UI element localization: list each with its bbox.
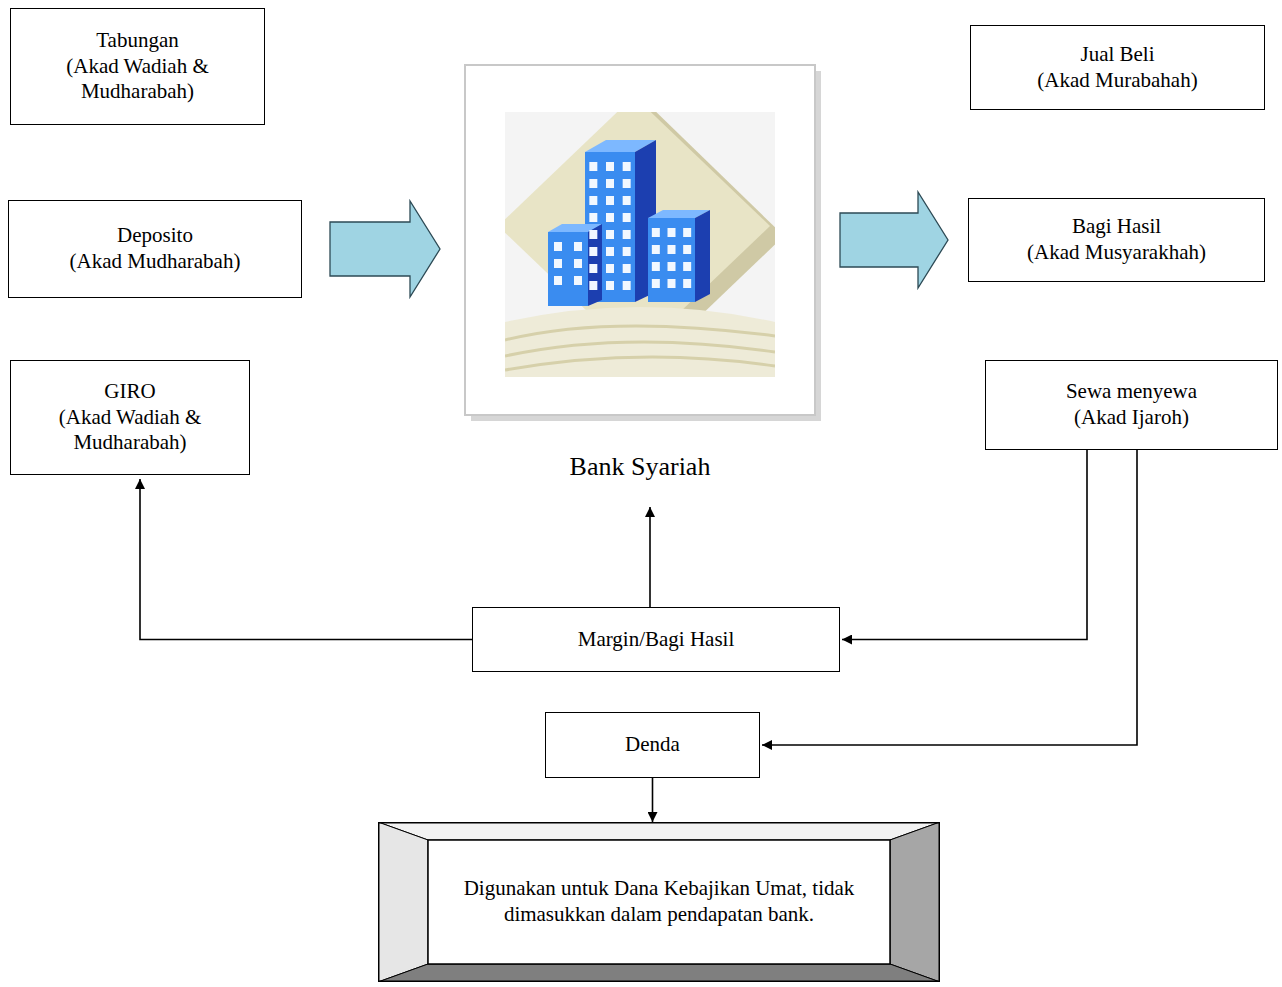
- window: [589, 281, 597, 290]
- ground-line: [505, 357, 775, 370]
- ground: [505, 307, 775, 377]
- bevel-bottom: [378, 964, 940, 982]
- window: [606, 179, 614, 188]
- bevel-outline: [379, 823, 940, 982]
- window: [589, 179, 597, 188]
- window: [606, 247, 614, 256]
- building-side: [588, 224, 602, 306]
- window: [683, 279, 691, 288]
- window: [589, 162, 597, 171]
- flow-arrow: [652, 778, 654, 822]
- picture: [505, 112, 775, 377]
- flow-arrow: [140, 479, 472, 640]
- financing-box: Jual Beli(Akad Murabahah): [970, 25, 1265, 110]
- node-title: Deposito: [117, 223, 193, 249]
- window: [652, 245, 660, 254]
- account-box: Deposito(Akad Mudharabah): [8, 200, 302, 298]
- bevel-left: [378, 822, 428, 982]
- node-title: Margin/Bagi Hasil: [578, 627, 735, 653]
- account-box: GIRO(Akad Wadiah & Mudharabah): [10, 360, 250, 475]
- block-arrow: [840, 192, 948, 288]
- financing-box: Sewa menyewa(Akad Ijaroh): [985, 360, 1278, 450]
- window: [623, 230, 631, 239]
- node-title: Bank Syariah: [570, 451, 711, 483]
- building-windows: [554, 162, 691, 290]
- flow-arrow: [762, 450, 1137, 745]
- window: [606, 213, 614, 222]
- node-title: GIRO: [104, 379, 155, 405]
- node-title: Bagi Hasil: [1072, 214, 1161, 240]
- window: [589, 196, 597, 205]
- node-subtitle: (Akad Mudharabah): [70, 249, 241, 275]
- window: [623, 247, 631, 256]
- process-box: Margin/Bagi Hasil: [472, 607, 840, 672]
- window: [683, 245, 691, 254]
- window: [606, 162, 614, 171]
- note-frame: Digunakan untuk Dana Kebajikan Umat, tid…: [378, 822, 940, 982]
- window: [652, 228, 660, 237]
- node-title: Sewa menyewa: [1066, 379, 1197, 405]
- window: [668, 279, 676, 288]
- window: [606, 196, 614, 205]
- node-subtitle: (Akad Wadiah & Mudharabah): [23, 405, 237, 456]
- window: [683, 262, 691, 271]
- process-box: Denda: [545, 712, 760, 778]
- flow-arrow: [649, 507, 651, 607]
- building-front: [548, 232, 588, 306]
- window: [668, 262, 676, 271]
- financing-box: Bagi Hasil(Akad Musyarakhah): [968, 198, 1265, 282]
- window: [589, 230, 597, 239]
- window: [623, 281, 631, 290]
- window: [668, 245, 676, 254]
- window: [652, 262, 660, 271]
- window: [683, 228, 691, 237]
- building-side: [695, 210, 710, 302]
- window: [606, 264, 614, 273]
- node-title: Tabungan: [96, 28, 179, 54]
- node-subtitle: (Akad Ijaroh): [1074, 405, 1189, 431]
- frame-shadow: [471, 71, 821, 421]
- picture-frame: [465, 65, 815, 415]
- block-arrow: [330, 201, 440, 297]
- node-subtitle: (Akad Murabahah): [1037, 68, 1197, 94]
- window: [554, 259, 562, 268]
- window: [623, 213, 631, 222]
- window: [554, 276, 562, 285]
- window: [589, 213, 597, 222]
- window: [606, 281, 614, 290]
- node-title: Jual Beli: [1080, 42, 1154, 68]
- window: [623, 162, 631, 171]
- window: [574, 242, 582, 251]
- bevel-right: [890, 822, 940, 982]
- window: [623, 179, 631, 188]
- window: [554, 242, 562, 251]
- window: [589, 264, 597, 273]
- window: [623, 264, 631, 273]
- window: [574, 259, 582, 268]
- bank-illustration: [465, 65, 821, 421]
- window: [668, 228, 676, 237]
- building-front: [648, 218, 695, 302]
- bevel-top: [378, 822, 940, 840]
- node-title: Digunakan untuk Dana Kebajikan Umat, tid…: [463, 876, 855, 927]
- window: [574, 276, 582, 285]
- window: [589, 247, 597, 256]
- account-box: Tabungan(Akad Wadiah & Mudharabah): [10, 8, 265, 125]
- node-title: Denda: [625, 732, 680, 758]
- flow-arrow: [842, 450, 1087, 640]
- node-subtitle: (Akad Wadiah & Mudharabah): [23, 54, 252, 105]
- bevel-face: [428, 840, 890, 964]
- window: [652, 279, 660, 288]
- bank-figure: Bank Syariah: [465, 65, 815, 495]
- ground-line: [505, 326, 775, 340]
- node-subtitle: (Akad Musyarakhah): [1027, 240, 1206, 266]
- window: [623, 196, 631, 205]
- window: [606, 230, 614, 239]
- ground-line: [505, 342, 775, 356]
